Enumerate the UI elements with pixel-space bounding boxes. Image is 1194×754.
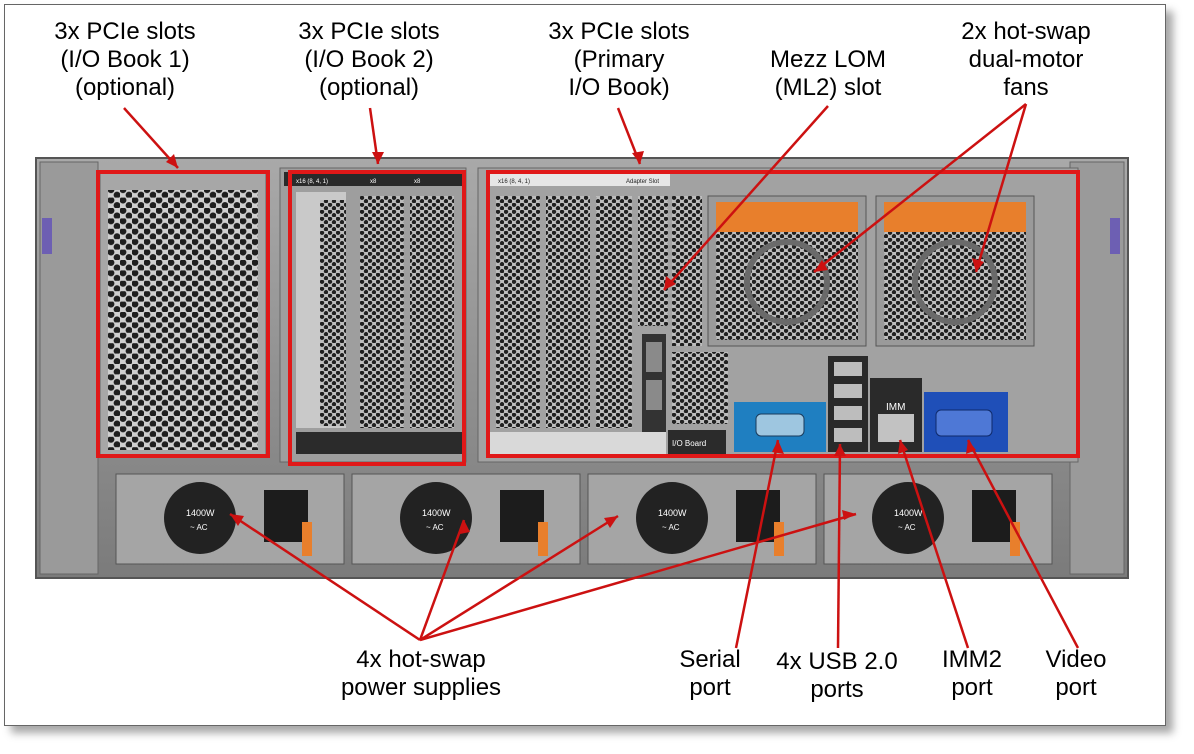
- fan-left: [707, 195, 867, 347]
- svg-text:Adapter Slot: Adapter Slot: [626, 179, 659, 185]
- highlight-io-book-1: [96, 170, 270, 458]
- svg-text:1400W: 1400W: [894, 508, 923, 518]
- video-port: [924, 392, 1008, 452]
- svg-text:1400W: 1400W: [422, 508, 451, 518]
- svg-text:1400W: 1400W: [658, 508, 687, 518]
- svg-text:I/O Board: I/O Board: [672, 439, 706, 448]
- svg-text:x16 (8, 4, 1): x16 (8, 4, 1): [498, 179, 530, 185]
- serial-port: [734, 402, 826, 452]
- highlight-io-book-2: [288, 170, 466, 466]
- svg-text:~ AC: ~ AC: [662, 523, 680, 532]
- io-book-2: x16 (8, 4, 1) x8 x8: [279, 167, 467, 463]
- usb-ports: [828, 356, 868, 452]
- svg-text:x8: x8: [414, 179, 421, 185]
- svg-text:1400W: 1400W: [186, 508, 215, 518]
- io-book-1: [99, 171, 267, 457]
- label-mezz-lom-slot: Mezz LOM(ML2) slot: [769, 46, 886, 101]
- label-pcie-io-book-2: 3x PCIe slots(I/O Book 2)(optional): [298, 18, 440, 101]
- svg-text:x8: x8: [370, 179, 377, 185]
- svg-text:IMM: IMM: [886, 402, 905, 413]
- svg-text:x16 (8, 4, 1): x16 (8, 4, 1): [296, 179, 328, 185]
- svg-text:~ AC: ~ AC: [898, 523, 916, 532]
- highlight-primary-io-book: [486, 170, 1080, 458]
- leader-arrowheads: [166, 151, 984, 534]
- svg-text:~ AC: ~ AC: [426, 523, 444, 532]
- leader-lines: [123, 103, 1080, 649]
- svg-text:~ AC: ~ AC: [190, 523, 208, 532]
- highlight-boxes: [96, 170, 1080, 466]
- fan-right: [875, 195, 1035, 347]
- label-pcie-io-book-1: 3x PCIe slots(I/O Book 1)(optional): [54, 18, 196, 101]
- imm2-port: IMM: [870, 378, 922, 452]
